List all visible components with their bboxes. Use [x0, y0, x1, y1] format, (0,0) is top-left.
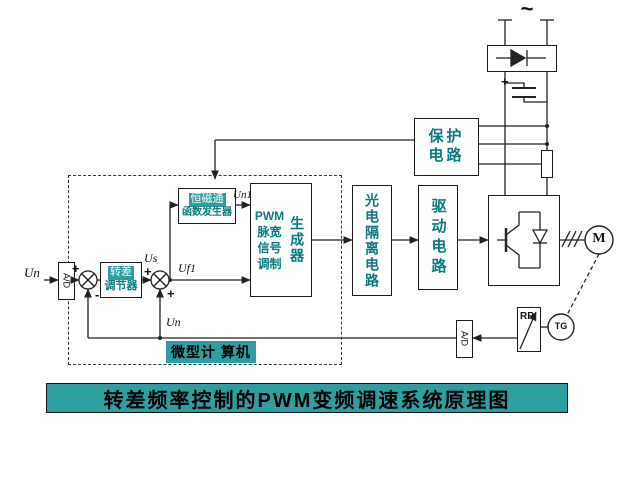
- signal-us: Us: [144, 251, 158, 265]
- slip-regulator-line2: 调节器: [104, 280, 138, 292]
- driver-circuit-block: 驱动电路: [418, 185, 458, 290]
- driver-circuit-label: 驱动电路: [429, 197, 447, 278]
- signal-un-feedback: Un: [166, 315, 181, 329]
- capacitor-polarity-sign: +: [501, 74, 509, 89]
- signal-un1: Un1: [233, 189, 252, 201]
- slip-regulator-line1: 转差: [108, 266, 134, 280]
- microcomputer-label: 微型计 算机: [166, 341, 256, 363]
- slip-regulator-block: 转差 调节器: [100, 262, 142, 298]
- protection-circuit-block: 保护 电路: [414, 118, 479, 176]
- ad-converter-input-label: A/D: [61, 273, 72, 289]
- signal-un-input: Un: [24, 265, 40, 280]
- signal-uf1: Uf1: [178, 261, 196, 275]
- pwm-row2: 脉宽: [257, 224, 282, 239]
- ad-converter-feedback-label: A/D: [459, 331, 470, 347]
- opto-isolation-label: 光电隔离电路: [364, 192, 380, 289]
- ad-converter-feedback: A/D: [456, 320, 473, 358]
- summing2-plus-bottom-sign: +: [167, 286, 175, 301]
- summing1-plus-sign: +: [72, 261, 80, 276]
- pwm-generator-block: PWM 脉宽 信号 调制 生成器: [250, 183, 312, 297]
- opto-isolation-block: 光电隔离电路: [352, 185, 392, 296]
- function-generator-block: 恒磁通 函数发生器: [178, 188, 236, 224]
- pwm-row3: 信号: [257, 241, 282, 255]
- summing2-plus-left-sign: +: [144, 264, 152, 279]
- function-generator-line1: 恒磁通: [188, 192, 226, 207]
- summing1-minus-sign: -: [95, 287, 100, 302]
- motor-label: M: [592, 231, 606, 246]
- sense-resistor: [541, 150, 553, 178]
- tachogenerator-label: TG: [554, 321, 568, 331]
- protection-line1: 保护: [428, 128, 465, 146]
- pwm-row1: PWM: [254, 208, 285, 223]
- function-generator-line2: 函数发生器: [182, 206, 232, 218]
- pwm-row4: 调制: [257, 257, 282, 272]
- protection-line2: 电路: [428, 147, 465, 164]
- ac-source-symbol: ~: [520, 0, 534, 21]
- inverter-block: [488, 195, 560, 286]
- rectifier-block: [487, 45, 557, 72]
- rp-label: RP: [520, 311, 534, 322]
- diagram-title: 转差频率控制的PWM变频调速系统原理图: [46, 383, 568, 413]
- pwm-right-column: 生成器: [289, 216, 306, 264]
